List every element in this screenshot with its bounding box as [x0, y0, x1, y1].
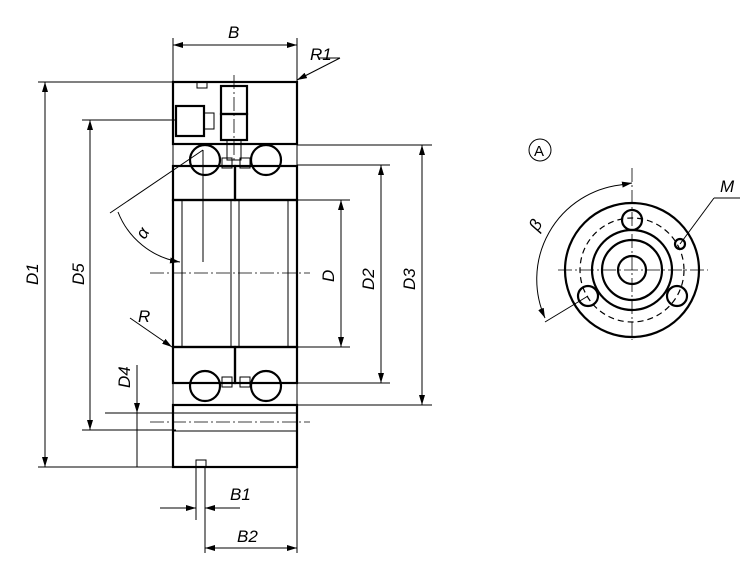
detail-view-a	[528, 138, 740, 340]
label-D2: D2	[359, 268, 378, 290]
ball	[249, 369, 283, 403]
inner-ring-right-bottom	[233, 345, 299, 385]
beta-arrow	[619, 181, 633, 188]
bore	[171, 198, 299, 349]
labels: B R1 D1 D5 D D2 D3 D4 α R B1 B2 A β M	[23, 23, 735, 546]
outer-ring-bottom	[171, 403, 299, 469]
label-B: B	[228, 23, 239, 42]
screw-horizontal-tip	[203, 112, 215, 130]
label-R1: R1	[310, 45, 332, 64]
cage	[221, 157, 233, 169]
mounting-hole	[665, 284, 689, 308]
label-B1: B1	[230, 485, 251, 504]
beta-angle-arc	[536, 184, 621, 319]
groove-top	[196, 81, 208, 89]
label-D1: D1	[23, 263, 42, 285]
label-B2: B2	[237, 527, 258, 546]
beta-extension-line	[544, 295, 589, 323]
inner-ring-left-bottom	[171, 345, 237, 385]
threaded-hole	[673, 237, 687, 251]
mounting-hole	[576, 284, 600, 308]
label-M: M	[720, 177, 735, 196]
label-R: R	[138, 307, 150, 326]
inner-ring-right-top	[233, 164, 299, 202]
label-beta: β	[525, 216, 547, 235]
cage	[221, 376, 233, 388]
label-D4: D4	[115, 366, 134, 388]
view-label-circle	[528, 138, 552, 162]
ball	[188, 143, 222, 177]
dimension-lines	[38, 38, 432, 553]
section-view	[150, 75, 310, 469]
screw-horizontal	[174, 104, 206, 138]
label-D3: D3	[400, 268, 419, 290]
label-view-A: A	[534, 143, 544, 160]
cage	[239, 157, 251, 169]
cage	[239, 376, 251, 388]
mounting-hole	[620, 208, 644, 232]
label-D: D	[319, 270, 338, 282]
leader-line	[679, 197, 715, 245]
ball	[249, 143, 283, 177]
ball	[188, 369, 222, 403]
groove-bottom	[195, 459, 207, 468]
inner-ring-left-top	[171, 164, 237, 202]
label-D5: D5	[69, 263, 88, 285]
